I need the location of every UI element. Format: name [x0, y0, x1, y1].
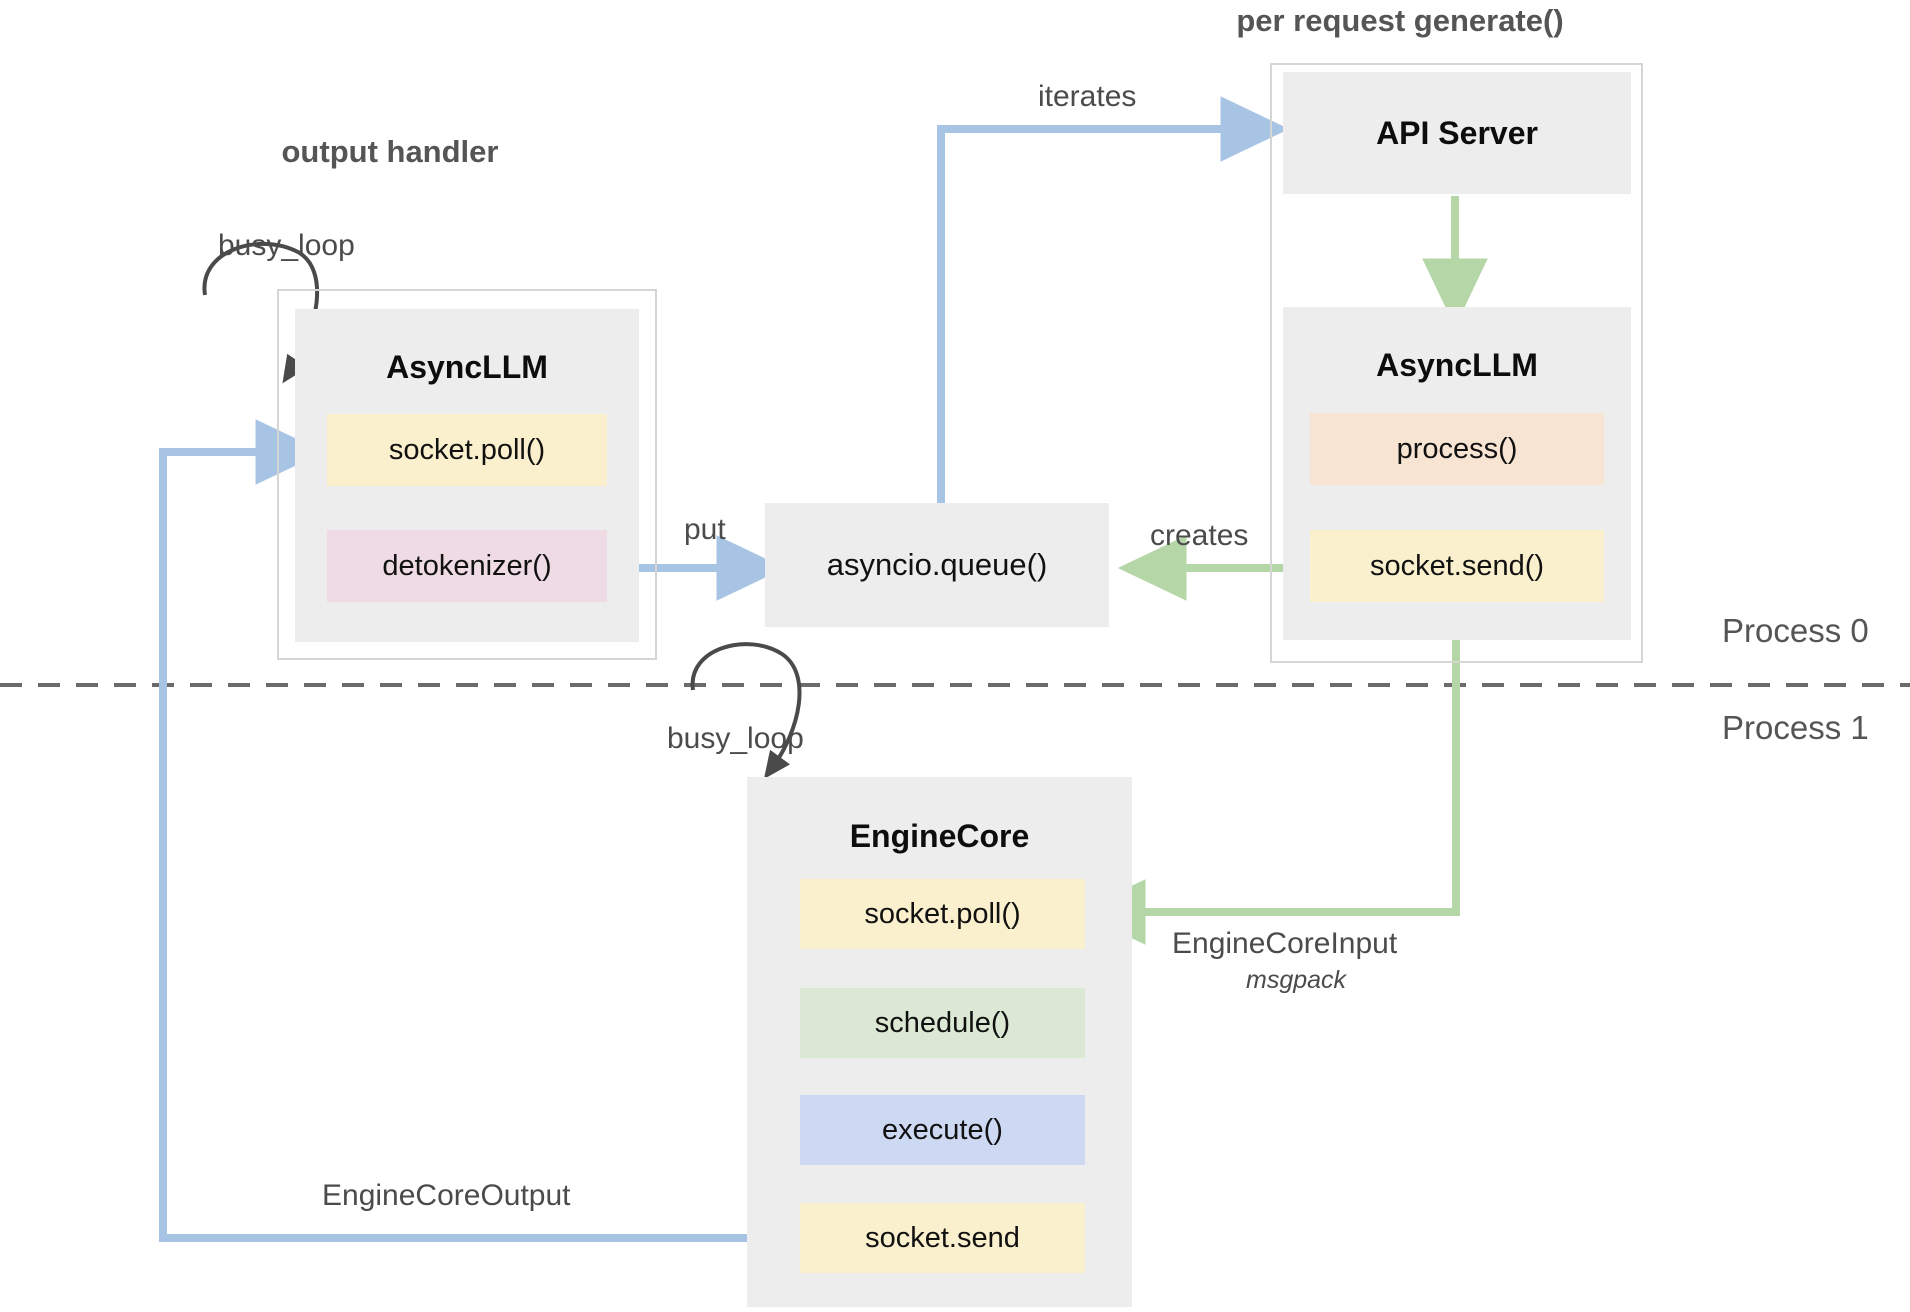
node-title-engine-core: EngineCore [849, 818, 1030, 854]
edge-label-engine-core-input: EngineCoreInput [1172, 927, 1398, 960]
sub-socket-poll-asyncllm-left[interactable]: socket.poll() [327, 414, 607, 486]
sub-label: process() [1396, 432, 1518, 465]
edge-label-put: put [684, 513, 726, 546]
node-title-async-llm-right: AsyncLLM [1376, 347, 1538, 383]
node-title-async-llm-left: AsyncLLM [386, 349, 548, 385]
sub-label: execute() [882, 1113, 1003, 1146]
sub-label: socket.send() [1369, 549, 1545, 582]
sub-label: socket.send [865, 1221, 1020, 1254]
sub-socket-poll-engine-core[interactable]: socket.poll() [800, 879, 1085, 949]
edge-label-busy-loop-left: busy_loop [218, 229, 355, 262]
node-title-api-server: API Server [1376, 114, 1538, 151]
sub-process-asyncllm-right[interactable]: process() [1310, 413, 1604, 485]
sub-execute-engine-core[interactable]: execute() [800, 1095, 1085, 1165]
node-api-server[interactable]: API Server [1283, 72, 1631, 194]
edge-label-engine-core-input-msgpack: msgpack [1246, 966, 1347, 994]
sub-label: detokenizer() [382, 549, 552, 582]
edge-label-engine-core-output: EngineCoreOutput [322, 1179, 571, 1212]
sub-label: socket.poll() [864, 897, 1021, 930]
sub-label: schedule() [874, 1006, 1011, 1039]
node-asyncio-queue[interactable]: asyncio.queue() [765, 503, 1109, 627]
sub-socket-send-asyncllm-right[interactable]: socket.send() [1310, 530, 1604, 602]
sub-schedule-engine-core[interactable]: schedule() [800, 988, 1085, 1058]
sub-socket-send-engine-core[interactable]: socket.send [800, 1203, 1085, 1273]
sub-detokenizer-asyncllm-left[interactable]: detokenizer() [327, 530, 607, 602]
node-title-asyncio-queue: asyncio.queue() [826, 547, 1048, 582]
per-request-frame [1270, 63, 1643, 663]
iterates-arrow [937, 96, 1290, 508]
edge-label-iterates: iterates [1038, 80, 1137, 113]
output-handler-frame [277, 289, 657, 660]
group-label-per-request: per request generate() [1236, 3, 1564, 38]
process-1-label: Process 1 [1722, 709, 1869, 746]
group-label-output-handler: output handler [281, 134, 499, 169]
process-0-label: Process 0 [1722, 612, 1869, 649]
sub-label: socket.poll() [388, 433, 546, 466]
edge-label-busy-loop-engine: busy_loop [667, 722, 804, 755]
edge-label-creates: creates [1150, 519, 1249, 552]
